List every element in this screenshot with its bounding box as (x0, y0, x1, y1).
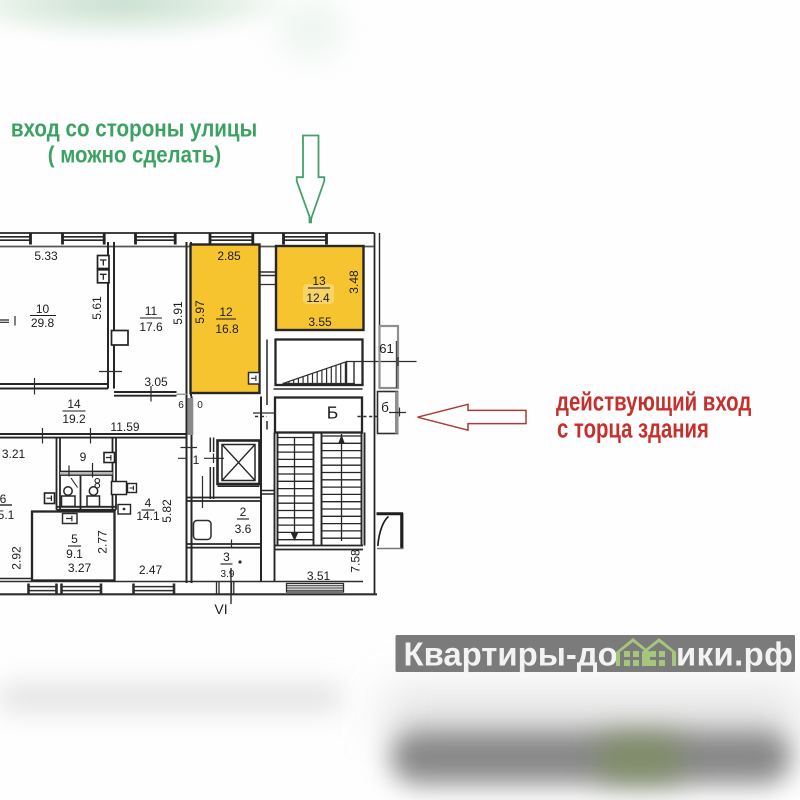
svg-text:3: 3 (223, 550, 230, 564)
svg-text:5.1: 5.1 (0, 508, 15, 522)
svg-text:9: 9 (80, 450, 87, 464)
svg-text:14.1: 14.1 (136, 509, 160, 523)
svg-text:5.33: 5.33 (34, 249, 58, 263)
svg-text:3.51: 3.51 (307, 569, 331, 583)
svg-text:3.48: 3.48 (347, 270, 361, 294)
svg-text:7.58: 7.58 (349, 549, 363, 573)
svg-text:12.4: 12.4 (306, 291, 330, 305)
svg-text:2.92: 2.92 (10, 546, 24, 570)
svg-text:2.47: 2.47 (139, 563, 163, 577)
svg-text:VI: VI (214, 601, 227, 617)
svg-text:61: 61 (379, 341, 393, 356)
svg-text:3.21: 3.21 (2, 447, 26, 461)
svg-text:с торца здания: с торца здания (557, 414, 709, 443)
svg-text:1: 1 (193, 453, 200, 467)
svg-text:16.8: 16.8 (215, 322, 239, 336)
svg-text:6: 6 (0, 492, 7, 506)
svg-text:19.2: 19.2 (62, 412, 86, 426)
svg-text:13: 13 (312, 274, 326, 288)
svg-text:10: 10 (36, 302, 50, 316)
svg-text:5.97: 5.97 (193, 300, 207, 324)
svg-text:6: 6 (178, 400, 184, 411)
svg-text:Б: Б (327, 403, 338, 423)
svg-text:29.8: 29.8 (31, 316, 55, 330)
svg-text:3.05: 3.05 (144, 375, 168, 389)
svg-text:4: 4 (145, 496, 152, 510)
svg-text:2: 2 (240, 505, 247, 519)
svg-text:действующий вход: действующий вход (556, 387, 751, 416)
svg-text:11: 11 (145, 304, 158, 318)
svg-text:3.55: 3.55 (308, 315, 332, 329)
svg-text:2.77: 2.77 (96, 530, 110, 554)
svg-text:5.61: 5.61 (90, 296, 104, 320)
svg-text:2.85: 2.85 (217, 249, 241, 263)
svg-text:3.9: 3.9 (221, 569, 235, 580)
svg-text:ики.рф: ики.рф (676, 636, 793, 673)
svg-text:5.91: 5.91 (171, 301, 185, 325)
svg-text:3.27: 3.27 (68, 561, 92, 575)
svg-text:3.6: 3.6 (235, 522, 252, 536)
svg-text:9.1: 9.1 (66, 547, 83, 561)
svg-text:вход со стороны улицы: вход со стороны улицы (11, 115, 257, 142)
svg-text:( можно сделать): ( можно сделать) (48, 141, 221, 167)
svg-text:Квартиры-до: Квартиры-до (404, 636, 618, 673)
svg-text:12: 12 (219, 305, 233, 319)
svg-text:11.59: 11.59 (110, 420, 139, 434)
svg-text:17.6: 17.6 (139, 320, 163, 334)
svg-text:5.82: 5.82 (160, 499, 174, 523)
svg-text:5: 5 (71, 532, 78, 546)
svg-text:б: б (381, 400, 389, 415)
svg-text:14: 14 (67, 397, 81, 411)
svg-text:0: 0 (197, 400, 203, 411)
